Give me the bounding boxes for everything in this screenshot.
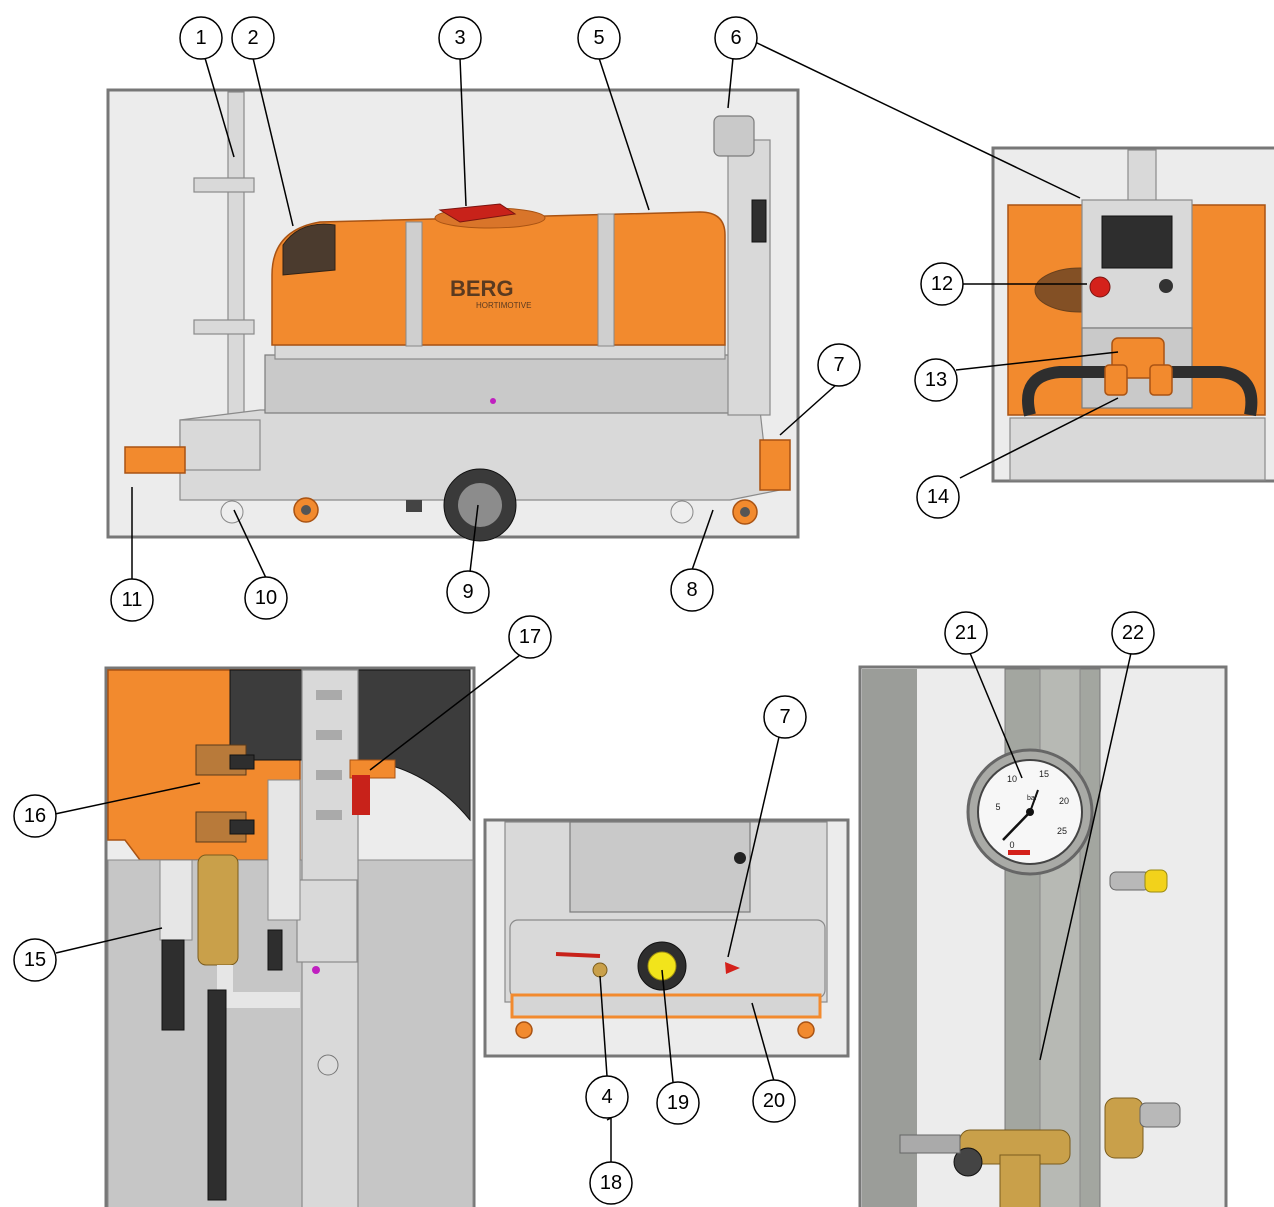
svg-text:22: 22 [1122,622,1144,644]
control-panel-view [991,146,1274,483]
svg-text:5: 5 [593,27,604,49]
gauge-label-5: 5 [995,802,1000,812]
rear-view [483,818,850,1058]
emergency-stop-button [1089,276,1111,298]
callout-16: 16 [13,794,57,838]
callout-3: 3 [438,16,482,60]
callout-12: 12 [920,262,964,306]
svg-text:6: 6 [730,27,741,49]
svg-text:20: 20 [763,1090,785,1112]
svg-text:8: 8 [686,579,697,601]
gauge-label-15: 15 [1039,769,1049,779]
svg-text:3: 3 [454,27,465,49]
callout-14: 14 [916,475,960,519]
gauge-unit: bar [1027,795,1038,802]
callout-20: 20 [752,1079,796,1123]
svg-text:4: 4 [601,1086,612,1108]
svg-text:7: 7 [779,706,790,728]
main-view-panel: BERG HORTIMOTIVE [106,88,800,542]
brand-logo-subtext: HORTIMOTIVE [476,301,531,310]
gauge-label-20: 20 [1059,796,1069,806]
callout-7-rear: 7 [763,695,807,739]
callout-9: 9 [446,570,490,614]
callout-19: 19 [656,1081,700,1125]
svg-text:17: 17 [519,626,541,648]
gauge-scale: 0 5 10 15 20 25 bar [995,769,1069,850]
svg-text:18: 18 [600,1172,622,1194]
callout-18: 18 [589,1161,633,1205]
callout-21: 21 [944,611,988,655]
svg-text:21: 21 [955,622,977,644]
svg-text:14: 14 [927,486,949,508]
svg-text:15: 15 [24,949,46,971]
callout-8: 8 [670,568,714,612]
callout-7-main: 7 [817,343,861,387]
callout-10: 10 [244,576,288,620]
svg-text:11: 11 [122,589,143,611]
gauge-photo: 0 5 10 15 20 25 bar [858,665,1228,1207]
valve-view [104,666,476,1207]
brand-logo: BERG [450,276,514,301]
callout-22: 22 [1111,611,1155,655]
gauge-label-25: 25 [1057,826,1067,836]
svg-text:19: 19 [667,1092,689,1114]
callout-5: 5 [577,16,621,60]
svg-text:7: 7 [833,354,844,376]
callout-1: 1 [179,16,223,60]
svg-text:10: 10 [255,587,277,609]
leader-lines [54,41,1132,1121]
brass-manifold [197,854,239,966]
svg-text:13: 13 [925,369,947,391]
svg-text:1: 1 [195,27,206,49]
callout-15: 15 [13,938,57,982]
callout-6: 6 [714,16,758,60]
callout-2: 2 [231,16,275,60]
svg-text:2: 2 [247,27,258,49]
svg-text:9: 9 [462,581,473,603]
callout-11: 11 [110,578,154,622]
callout-17: 17 [508,615,552,659]
svg-text:16: 16 [24,805,46,827]
svg-text:12: 12 [931,273,953,295]
gauge-label-10: 10 [1007,774,1017,784]
callout-4: 4 [585,1075,629,1119]
gauge-label-0: 0 [1009,840,1014,850]
callout-13: 13 [914,358,958,402]
